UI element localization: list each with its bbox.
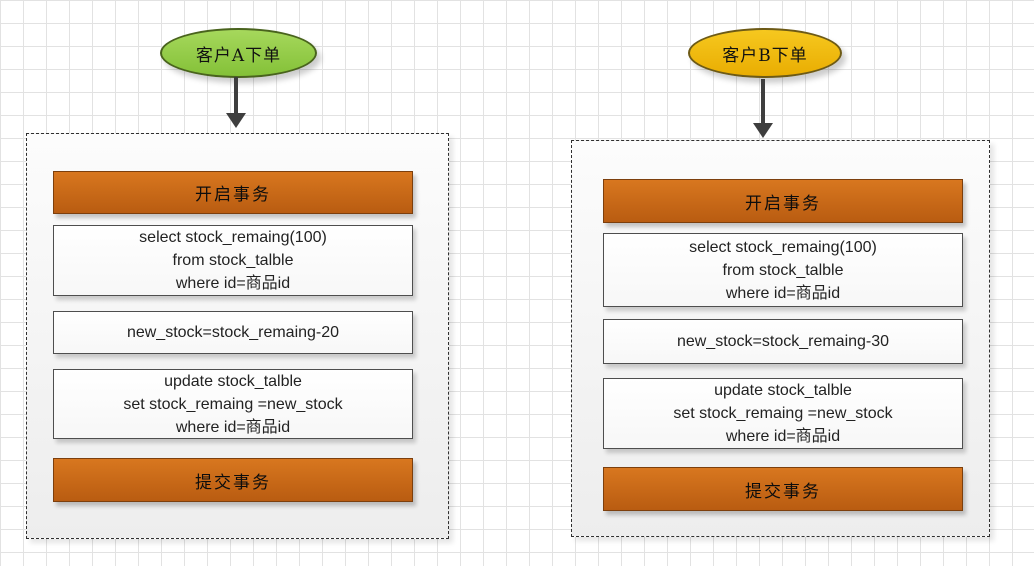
arrow-head (226, 113, 246, 128)
begin-transaction-b: 开启事务 (603, 179, 963, 223)
compute-step-a: new_stock=stock_remaing-20 (53, 311, 413, 354)
update-step-b: update stock_talble set stock_remaing =n… (603, 378, 963, 449)
commit-transaction-a: 提交事务 (53, 458, 413, 502)
begin-transaction-b-label: 开启事务 (745, 193, 821, 214)
sql-line: new_stock=stock_remaing-30 (676, 333, 890, 350)
sql-line: where id=商品id (725, 284, 841, 302)
begin-transaction-a-label: 开启事务 (195, 185, 271, 205)
sql-line: from stock_talble (172, 252, 294, 269)
sql-line: where id=商品id (725, 428, 841, 445)
sql-line: update stock_talble (164, 372, 302, 390)
commit-transaction-b: 提交事务 (603, 467, 963, 511)
down-arrow-b-icon (753, 79, 773, 138)
select-step-a: select stock_remaing(100) from stock_tal… (53, 225, 413, 296)
commit-transaction-b-label: 提交事务 (745, 481, 821, 502)
sql-line: set stock_remaing =new_stock (123, 395, 343, 413)
arrow-head (753, 123, 773, 138)
compute-step-b: new_stock=stock_remaing-30 (603, 319, 963, 364)
start-node-customer-a: 客户A下单 (160, 28, 317, 78)
start-node-customer-b: 客户B下单 (688, 28, 842, 78)
sql-line: from stock_talble (722, 261, 844, 279)
sql-line: where id=商品id (175, 275, 291, 292)
arrow-shaft (761, 79, 765, 123)
sql-line: select stock_remaing(100) (689, 238, 877, 256)
transaction-a-container: 开启事务 select stock_remaing(100) from stoc… (26, 133, 449, 539)
start-node-customer-a-label: 客户A下单 (195, 45, 282, 66)
commit-transaction-a-label: 提交事务 (195, 472, 271, 493)
sql-line: update stock_talble (714, 382, 852, 399)
begin-transaction-a: 开启事务 (53, 171, 413, 214)
sql-line: where id=商品id (175, 418, 291, 436)
sql-line: set stock_remaing =new_stock (673, 405, 893, 422)
transaction-b-container: 开启事务 select stock_remaing(100) from stoc… (571, 140, 990, 537)
select-step-b: select stock_remaing(100) from stock_tal… (603, 233, 963, 307)
down-arrow-a-icon (226, 77, 246, 128)
sql-line: new_stock=stock_remaing-20 (126, 324, 340, 341)
arrow-shaft (234, 77, 238, 113)
start-node-customer-b-label: 客户B下单 (722, 45, 808, 66)
sql-line: select stock_remaing(100) (139, 229, 327, 246)
update-step-a: update stock_talble set stock_remaing =n… (53, 369, 413, 439)
